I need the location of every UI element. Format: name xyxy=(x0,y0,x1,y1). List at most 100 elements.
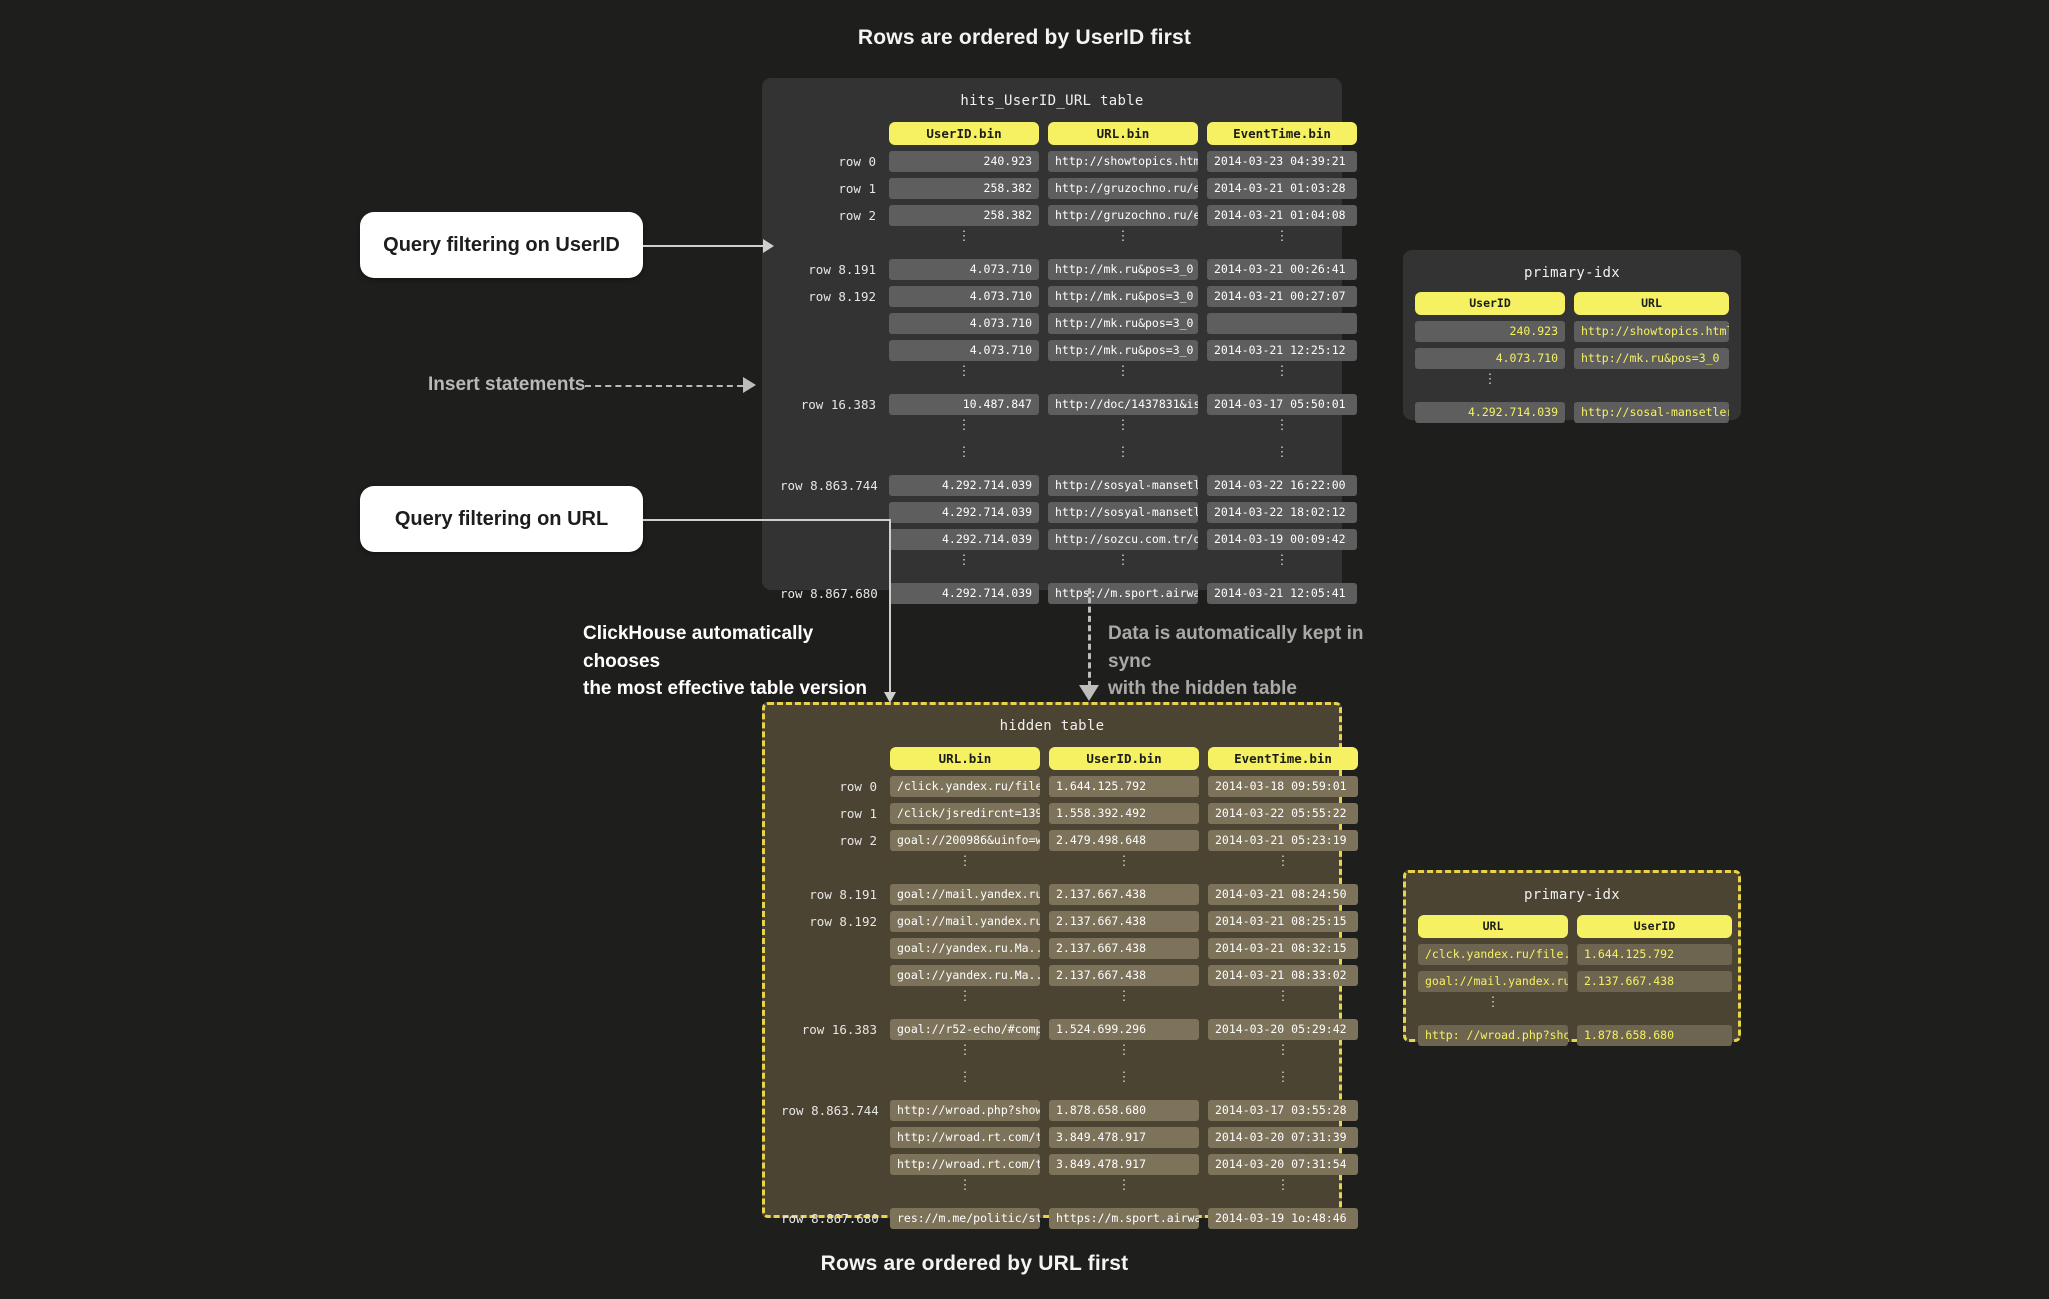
main-cell-url: http://mk.ru&pos=3_0 xyxy=(1048,286,1198,307)
main-cell-userid: 4.073.710 xyxy=(889,259,1039,280)
main-ellipsis: ⋮ xyxy=(957,418,971,433)
hidden-row-label xyxy=(781,938,881,959)
annotation-clickhouse-chooses: ClickHouse automatically chooses the mos… xyxy=(583,620,883,703)
main-column-header-0: UserID.bin xyxy=(889,122,1039,145)
main-row-label: row 16.383 xyxy=(800,397,876,412)
main-ellipsis: ⋮ xyxy=(957,445,971,460)
hidden-cell-url: goal://200986&uinfo=wn-1... xyxy=(890,830,1040,851)
main-cell-url: http://sosyal-mansetleri... xyxy=(1048,475,1198,496)
hidden-column-header-0: URL.bin xyxy=(890,747,1040,770)
hidden-cell-url: http://wroad.rt.com/tr/... xyxy=(890,1154,1040,1175)
callout-query-filtering-url[interactable]: Query filtering on URL xyxy=(360,486,643,552)
primary-idx-bottom-title: primary-idx xyxy=(1523,887,1621,903)
main-ellipsis: ⋮ xyxy=(1116,364,1130,379)
hidden-row-label: row 8.863.744 xyxy=(781,1103,879,1118)
main-cell-url: http://gruzochno.ru/ekat... xyxy=(1048,205,1198,226)
hidden-row-label: row 0 xyxy=(839,779,877,794)
hidden-cell-userid: 2.137.667.438 xyxy=(1049,938,1199,959)
hidden-cell-url: /click.yandex.ru/file.co ... xyxy=(890,776,1040,797)
hidden-ellipsis: ⋮ xyxy=(1117,1178,1131,1193)
main-cell-userid: 4.292.714.039 xyxy=(889,583,1039,604)
column-header-spacer xyxy=(781,747,881,770)
callout-query-filtering-userid[interactable]: Query filtering on UserID xyxy=(360,212,643,278)
main-ellipsis: ⋮ xyxy=(1116,553,1130,568)
hidden-cell-userid: 3.849.478.917 xyxy=(1049,1154,1199,1175)
main-ellipsis: ⋮ xyxy=(1116,445,1130,460)
primary-idx-bottom-column-header-1: UserID xyxy=(1577,915,1732,938)
connector-userid-arrowhead xyxy=(763,239,774,253)
hidden-ellipsis: ⋮ xyxy=(1276,1043,1290,1058)
main-row-label: row 0 xyxy=(838,154,876,169)
hidden-ellipsis: ⋮ xyxy=(1117,989,1131,1004)
hidden-cell-url: goal://yandex.ru.Ma... xyxy=(890,965,1040,986)
hidden-row-label xyxy=(781,857,881,878)
hidden-cell-eventtime: 2014-03-17 03:55:28 xyxy=(1208,1100,1358,1121)
main-cell-eventtime: 2014-03-22 16:22:00 xyxy=(1207,475,1357,496)
main-ellipsis: ⋮ xyxy=(1275,418,1289,433)
primary-idx-top-cell-userid: 240.923 xyxy=(1415,321,1565,342)
main-column-header-1: URL.bin xyxy=(1048,122,1198,145)
hidden-table-title: hidden table xyxy=(999,718,1105,734)
hidden-row-label: row 8.191 xyxy=(809,887,877,902)
hidden-cell-userid: 1.644.125.792 xyxy=(1049,776,1199,797)
primary-idx-bottom-cell-userid: 2.137.667.438 xyxy=(1577,971,1732,992)
hidden-ellipsis: ⋮ xyxy=(958,1043,972,1058)
hidden-cell-url: res://m.me/politic/stati... xyxy=(890,1208,1040,1229)
connector-url-line-vertical xyxy=(889,519,891,696)
hidden-cell-eventtime: 2014-03-22 05:55:22 xyxy=(1208,803,1358,824)
hidden-cell-url: goal://r52-echo/#compose... xyxy=(890,1019,1040,1040)
main-cell-eventtime xyxy=(1207,313,1357,334)
main-cell-eventtime: 2014-03-21 00:26:41 xyxy=(1207,259,1357,280)
primary-idx-top-cell-url: http://mk.ru&pos=3_0 xyxy=(1574,348,1729,369)
hidden-cell-url: goal://mail.yandex.ru/Ma... xyxy=(890,884,1040,905)
hidden-cell-url: /click/jsredircnt=1395412... xyxy=(890,803,1040,824)
main-ellipsis: ⋮ xyxy=(957,229,971,244)
main-ellipsis: ⋮ xyxy=(1275,445,1289,460)
main-cell-url: http://mk.ru&pos=3_0 xyxy=(1048,340,1198,361)
primary-idx-bottom-ellipsis: ⋮ xyxy=(1486,995,1500,1010)
main-cell-eventtime: 2014-03-19 00:09:42 xyxy=(1207,529,1357,550)
annotation-chooses-line1: ClickHouse automatically chooses xyxy=(583,623,814,672)
main-cell-eventtime: 2014-03-21 00:27:07 xyxy=(1207,286,1357,307)
main-row-label: row 8.192 xyxy=(808,289,876,304)
main-row-label xyxy=(780,529,880,550)
hidden-cell-eventtime: 2014-03-20 05:29:42 xyxy=(1208,1019,1358,1040)
hidden-ellipsis: ⋮ xyxy=(1117,1070,1131,1085)
hidden-cell-eventtime: 2014-03-21 05:23:19 xyxy=(1208,830,1358,851)
hidden-ellipsis: ⋮ xyxy=(958,1178,972,1193)
main-cell-eventtime: 2014-03-21 12:05:41 xyxy=(1207,583,1357,604)
main-row-label xyxy=(780,232,880,253)
connector-url-arrowhead xyxy=(884,692,896,703)
primary-idx-top-ellipsis: ⋮ xyxy=(1483,372,1497,387)
main-ellipsis: ⋮ xyxy=(1275,364,1289,379)
main-cell-eventtime: 2014-03-21 01:03:28 xyxy=(1207,178,1357,199)
main-row-label: row 8.867.680 xyxy=(780,586,878,601)
main-cell-userid: 4.073.710 xyxy=(889,340,1039,361)
main-cell-url: http://sosyal-mansetleri... xyxy=(1048,502,1198,523)
connector-userid-line xyxy=(643,245,763,247)
callout-url-label: Query filtering on URL xyxy=(394,507,609,530)
hidden-cell-eventtime: 2014-03-21 08:32:15 xyxy=(1208,938,1358,959)
main-cell-url: http://mk.ru&pos=3_0 xyxy=(1048,313,1198,334)
hidden-cell-eventtime: 2014-03-20 07:31:39 xyxy=(1208,1127,1358,1148)
main-ellipsis: ⋮ xyxy=(957,364,971,379)
hidden-row-label xyxy=(781,1046,881,1067)
main-ellipsis: ⋮ xyxy=(957,553,971,568)
main-cell-eventtime: 2014-03-21 01:04:08 xyxy=(1207,205,1357,226)
main-row-label xyxy=(780,367,880,388)
main-cell-userid: 258.382 xyxy=(889,205,1039,226)
hidden-ellipsis: ⋮ xyxy=(1276,989,1290,1004)
hidden-cell-url: goal://yandex.ru.Ma... xyxy=(890,938,1040,959)
main-row-label: row 8.863.744 xyxy=(780,478,878,493)
hidden-cell-eventtime: 2014-03-21 08:33:02 xyxy=(1208,965,1358,986)
main-cell-eventtime: 2014-03-22 18:02:12 xyxy=(1207,502,1357,523)
hidden-row-label xyxy=(781,1127,881,1148)
main-row-label xyxy=(780,340,880,361)
main-cell-userid: 240.923 xyxy=(889,151,1039,172)
primary-idx-top-column-header-0: UserID xyxy=(1415,292,1565,315)
hidden-row-label xyxy=(781,1181,881,1202)
hidden-cell-userid: 1.878.658.680 xyxy=(1049,1100,1199,1121)
hidden-cell-url: http://wroad.php?show/7... xyxy=(890,1100,1040,1121)
